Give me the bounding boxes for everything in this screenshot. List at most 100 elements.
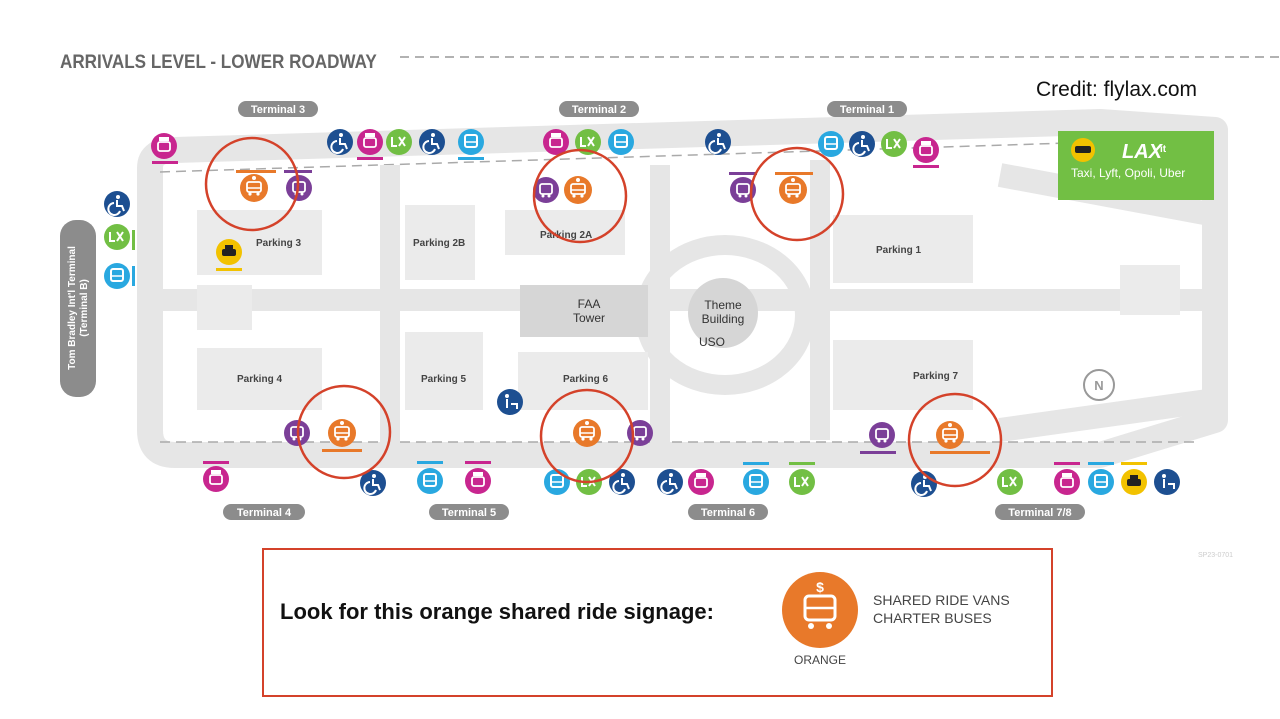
shuttle-icon (103, 262, 131, 290)
parking-3-block (197, 210, 322, 275)
shuttle-icon (607, 128, 635, 156)
laxit-shuttle-icon (880, 130, 908, 158)
shared-ride-van-icon (935, 420, 965, 450)
terminal-3-label: Terminal 3 (251, 104, 305, 116)
accessible-icon (103, 190, 131, 218)
shared-ride-van-icon (239, 173, 269, 203)
pet-relief-icon (496, 388, 524, 416)
accessible-icon (848, 130, 876, 158)
shuttle-icon (416, 467, 444, 495)
signage-headline: Look for this orange shared ride signage… (280, 599, 714, 624)
parking-7-label: Parking 7 (913, 371, 958, 382)
laxit-logo-suffix: it (1160, 144, 1167, 155)
terminal-2-label: Terminal 2 (572, 104, 626, 116)
faa-label-line1: FAA (578, 297, 601, 311)
laxit-shuttle-icon (996, 468, 1024, 496)
sign-line-1: SHARED RIDE VANS (873, 592, 1010, 608)
side-block-right (1120, 265, 1180, 315)
parking-5-label: Parking 5 (421, 374, 466, 385)
laxit-banner: LAX it Taxi, Lyft, Opoli, Uber (1058, 131, 1214, 200)
terminal-6-label: Terminal 6 (701, 507, 755, 519)
sign-dollar-mark: $ (816, 579, 824, 595)
shuttle-icon (457, 128, 485, 156)
bottom-curbside-icons (202, 461, 1181, 498)
terminal-4-label: Terminal 4 (237, 507, 292, 519)
shared-ride-van-icon (572, 418, 602, 448)
laxit-shuttle-icon (788, 468, 816, 496)
flyaway-bus-icon (868, 421, 896, 449)
parking-6-block (518, 352, 648, 410)
laxit-services: Taxi, Lyft, Opoli, Uber (1071, 166, 1185, 180)
taxi-icon (216, 239, 242, 265)
theme-building (688, 278, 758, 348)
shuttle-icon (1087, 468, 1115, 496)
taxi-icon (1121, 469, 1147, 495)
lax-shuttle-icon (150, 132, 178, 160)
side-block-left (197, 285, 252, 330)
highlight-circle-t7 (907, 392, 1003, 488)
signage-callout-box: Look for this orange shared ride signage… (262, 548, 1053, 697)
shared-ride-highlights (204, 136, 1003, 488)
shuttle-icon (543, 468, 571, 496)
highlight-circle-t3 (204, 136, 300, 232)
tbit-label-line2: (Terminal B) (79, 279, 90, 337)
terminal-5-label: Terminal 5 (442, 507, 496, 519)
accessible-icon (704, 128, 732, 156)
accessible-icon (418, 128, 446, 156)
laxit-shuttle-icon (385, 128, 413, 156)
theme-label-line2: Building (702, 312, 745, 326)
laxit-logo: LAX (1122, 141, 1164, 163)
top-curbside-icons (150, 128, 940, 168)
parking-1-block (833, 215, 973, 283)
shared-ride-van-icon (563, 175, 593, 205)
lax-shuttle-icon (687, 468, 715, 496)
lax-shuttle-icon (542, 128, 570, 156)
highlight-circle-t4 (296, 384, 392, 480)
theme-label-line1: Theme (704, 298, 742, 312)
lax-shuttle-icon (202, 465, 230, 493)
parking-2b-label: Parking 2B (413, 238, 465, 249)
parking-2a-block (505, 210, 625, 255)
north-arrow: N (1083, 369, 1115, 401)
parking-3-label: Parking 3 (256, 238, 301, 249)
pet-relief-icon (1153, 468, 1181, 496)
road-network (137, 109, 1228, 468)
terminal-labels: Terminal 3 Terminal 2 Terminal 1 Termina… (223, 101, 1085, 520)
inner-bottom-icons (283, 388, 990, 454)
terminal-78-label: Terminal 7/8 (1008, 507, 1071, 519)
parking-4-block (197, 348, 322, 410)
north-label: N (1094, 378, 1103, 393)
shuttle-icon (742, 468, 770, 496)
lax-shuttle-icon (1053, 468, 1081, 496)
left-curbside-icons (103, 190, 242, 290)
shared-ride-sign-icon: $ (782, 572, 858, 648)
laxit-shuttle-icon (103, 223, 131, 251)
lax-shuttle-icon (464, 467, 492, 495)
parking-4-label: Parking 4 (237, 374, 282, 385)
lax-shuttle-icon (912, 136, 940, 164)
credit-text: Credit: flylax.com (1036, 78, 1197, 101)
uso-label: USO (699, 335, 725, 349)
shared-ride-van-icon (327, 418, 357, 448)
sign-color-label: ORANGE (794, 653, 846, 667)
shared-ride-van-icon (778, 175, 808, 205)
parking-2b-block (405, 205, 475, 280)
parking-2a-label: Parking 2A (540, 230, 592, 241)
terminal-1-label: Terminal 1 (840, 104, 894, 116)
inner-top-icons (236, 170, 813, 205)
shuttle-icon (817, 130, 845, 158)
tbit-label-line1: Tom Bradley Int'l Terminal (67, 246, 78, 370)
faa-tower-block (520, 285, 648, 337)
lax-shuttle-icon (356, 128, 384, 156)
parking-6-label: Parking 6 (563, 374, 608, 385)
faa-label-line2: Tower (573, 311, 605, 325)
map-title: ARRIVALS LEVEL - LOWER ROADWAY (60, 51, 377, 72)
parking-blocks (197, 205, 1180, 410)
parking-5-block (405, 332, 483, 410)
accessible-icon (656, 468, 684, 496)
highlight-circle-t2 (532, 148, 628, 244)
highlight-circle-t6 (539, 388, 635, 484)
parking-7-block (833, 340, 973, 410)
sign-line-2: CHARTER BUSES (873, 610, 992, 626)
